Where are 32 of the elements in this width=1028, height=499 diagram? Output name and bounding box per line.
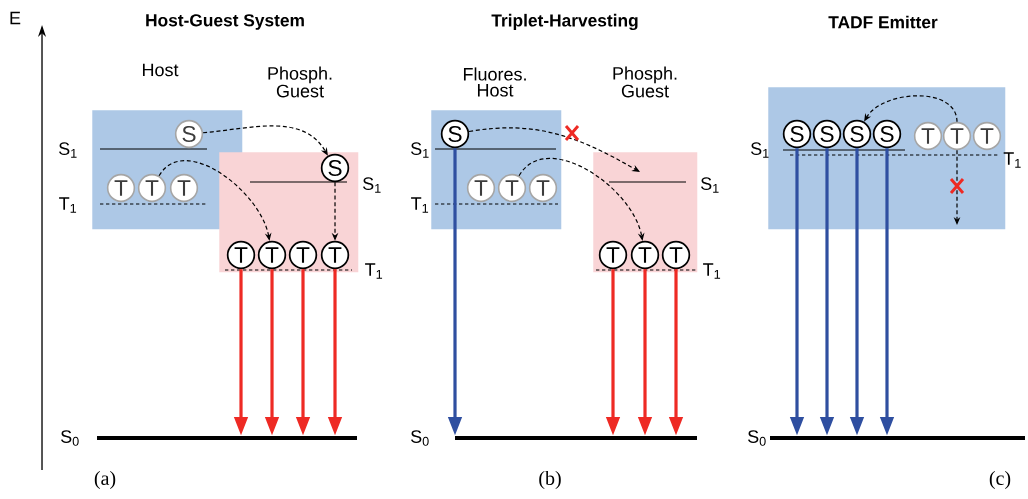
node-label: Phosph. Guest	[268, 66, 332, 98]
level-label: S$_{1}$	[59, 142, 77, 158]
level-label: S$_{1}$	[363, 177, 381, 193]
level-label: T$_{1}$	[703, 263, 721, 279]
level-label: T$_{1}$	[365, 263, 383, 279]
transfer-arrow	[518, 157, 645, 241]
level-label: T$_{1}$	[59, 197, 77, 213]
panel-letter: (c)	[989, 470, 1011, 490]
axis-label: E	[10, 11, 21, 25]
level-label: S$_{1}$	[751, 142, 769, 158]
transfer-arrow	[158, 160, 272, 241]
ground-level-bar	[770, 436, 1025, 440]
node-label: Fluores. Host	[463, 67, 526, 97]
node-label: Phosph. Guest	[613, 66, 677, 98]
level-label: S$_{1}$	[411, 142, 429, 158]
ground-level-bar	[97, 436, 357, 440]
node-label: Host	[142, 63, 179, 77]
level-label: S$_{0}$	[61, 430, 79, 446]
level-label: S$_{0}$	[411, 430, 429, 446]
level-label: T$_{1}$	[1003, 152, 1021, 168]
level-label: S$_{1}$	[701, 177, 719, 193]
panel-letter: (a)	[94, 470, 116, 490]
panel-letter: (b)	[539, 470, 561, 490]
panel-title: Triplet-Harvesting	[491, 13, 638, 31]
level-label: S$_{0}$	[748, 430, 766, 446]
panel-title: Host-Guest System	[146, 14, 304, 30]
blocked-arrow	[949, 149, 965, 225]
level-label: T$_{1}$	[411, 197, 429, 213]
panel-title: TADF Emitter	[828, 15, 938, 29]
ground-level-bar	[455, 436, 697, 440]
blocked-arrow	[468, 124, 640, 172]
transfer-arrow	[864, 95, 958, 123]
